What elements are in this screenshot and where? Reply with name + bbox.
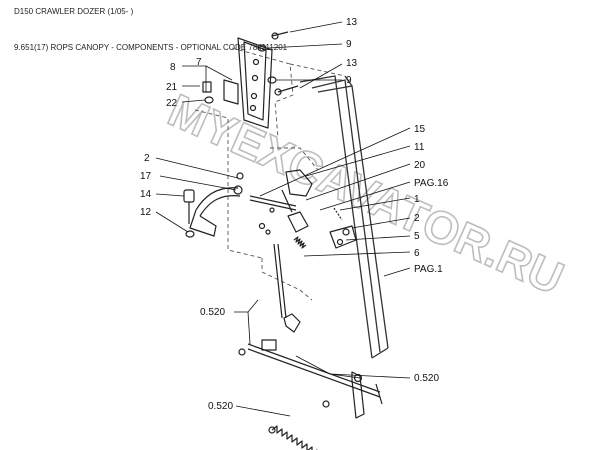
spring-lower <box>268 400 330 450</box>
page-subtitle: 9.651(17) ROPS CANOPY - COMPONENTS - OPT… <box>14 43 288 52</box>
lever-handle <box>183 172 244 238</box>
callout-20: 20 <box>414 160 426 171</box>
callout-13b: 13 <box>346 58 358 69</box>
callout-14: 14 <box>140 189 152 200</box>
callout-11: 11 <box>414 142 425 153</box>
fasteners <box>202 31 299 104</box>
callout-9: 9 <box>346 39 352 50</box>
callout-2: 2 <box>144 153 150 164</box>
callout-pag1: PAG.1 <box>414 264 443 275</box>
page-title: D150 CRAWLER DOZER (1/05- ) <box>14 7 134 16</box>
callout-6: 6 <box>414 248 420 259</box>
callout-13: 13 <box>346 17 358 28</box>
callout-12: 12 <box>140 207 152 218</box>
callout-15: 15 <box>414 124 426 135</box>
leader-lines <box>155 21 411 417</box>
callout-pag16: PAG.16 <box>414 178 449 189</box>
latch-mechanism <box>281 169 357 249</box>
control-rod <box>258 222 301 333</box>
callout-1: 1 <box>414 194 420 205</box>
callout-22: 22 <box>166 98 178 109</box>
callout-2b: 2 <box>414 213 420 224</box>
callout-5: 5 <box>414 231 420 242</box>
callout-labels: 13 9 8 7 13 9 21 22 15 11 20 2 17 PAG.16… <box>140 17 449 412</box>
spring-6 <box>293 236 307 249</box>
callout-0520b: 0.520 <box>414 373 439 384</box>
callout-7: 7 <box>196 57 202 68</box>
panel-frame <box>194 47 346 301</box>
callout-9b: 9 <box>346 75 352 86</box>
cross-shaft <box>238 339 383 419</box>
callout-21: 21 <box>166 82 178 93</box>
callout-8: 8 <box>170 62 176 73</box>
callout-17: 17 <box>140 171 152 182</box>
link-rod <box>249 195 297 213</box>
callout-0520c: 0.520 <box>208 401 233 412</box>
callout-0520a: 0.520 <box>200 307 225 318</box>
